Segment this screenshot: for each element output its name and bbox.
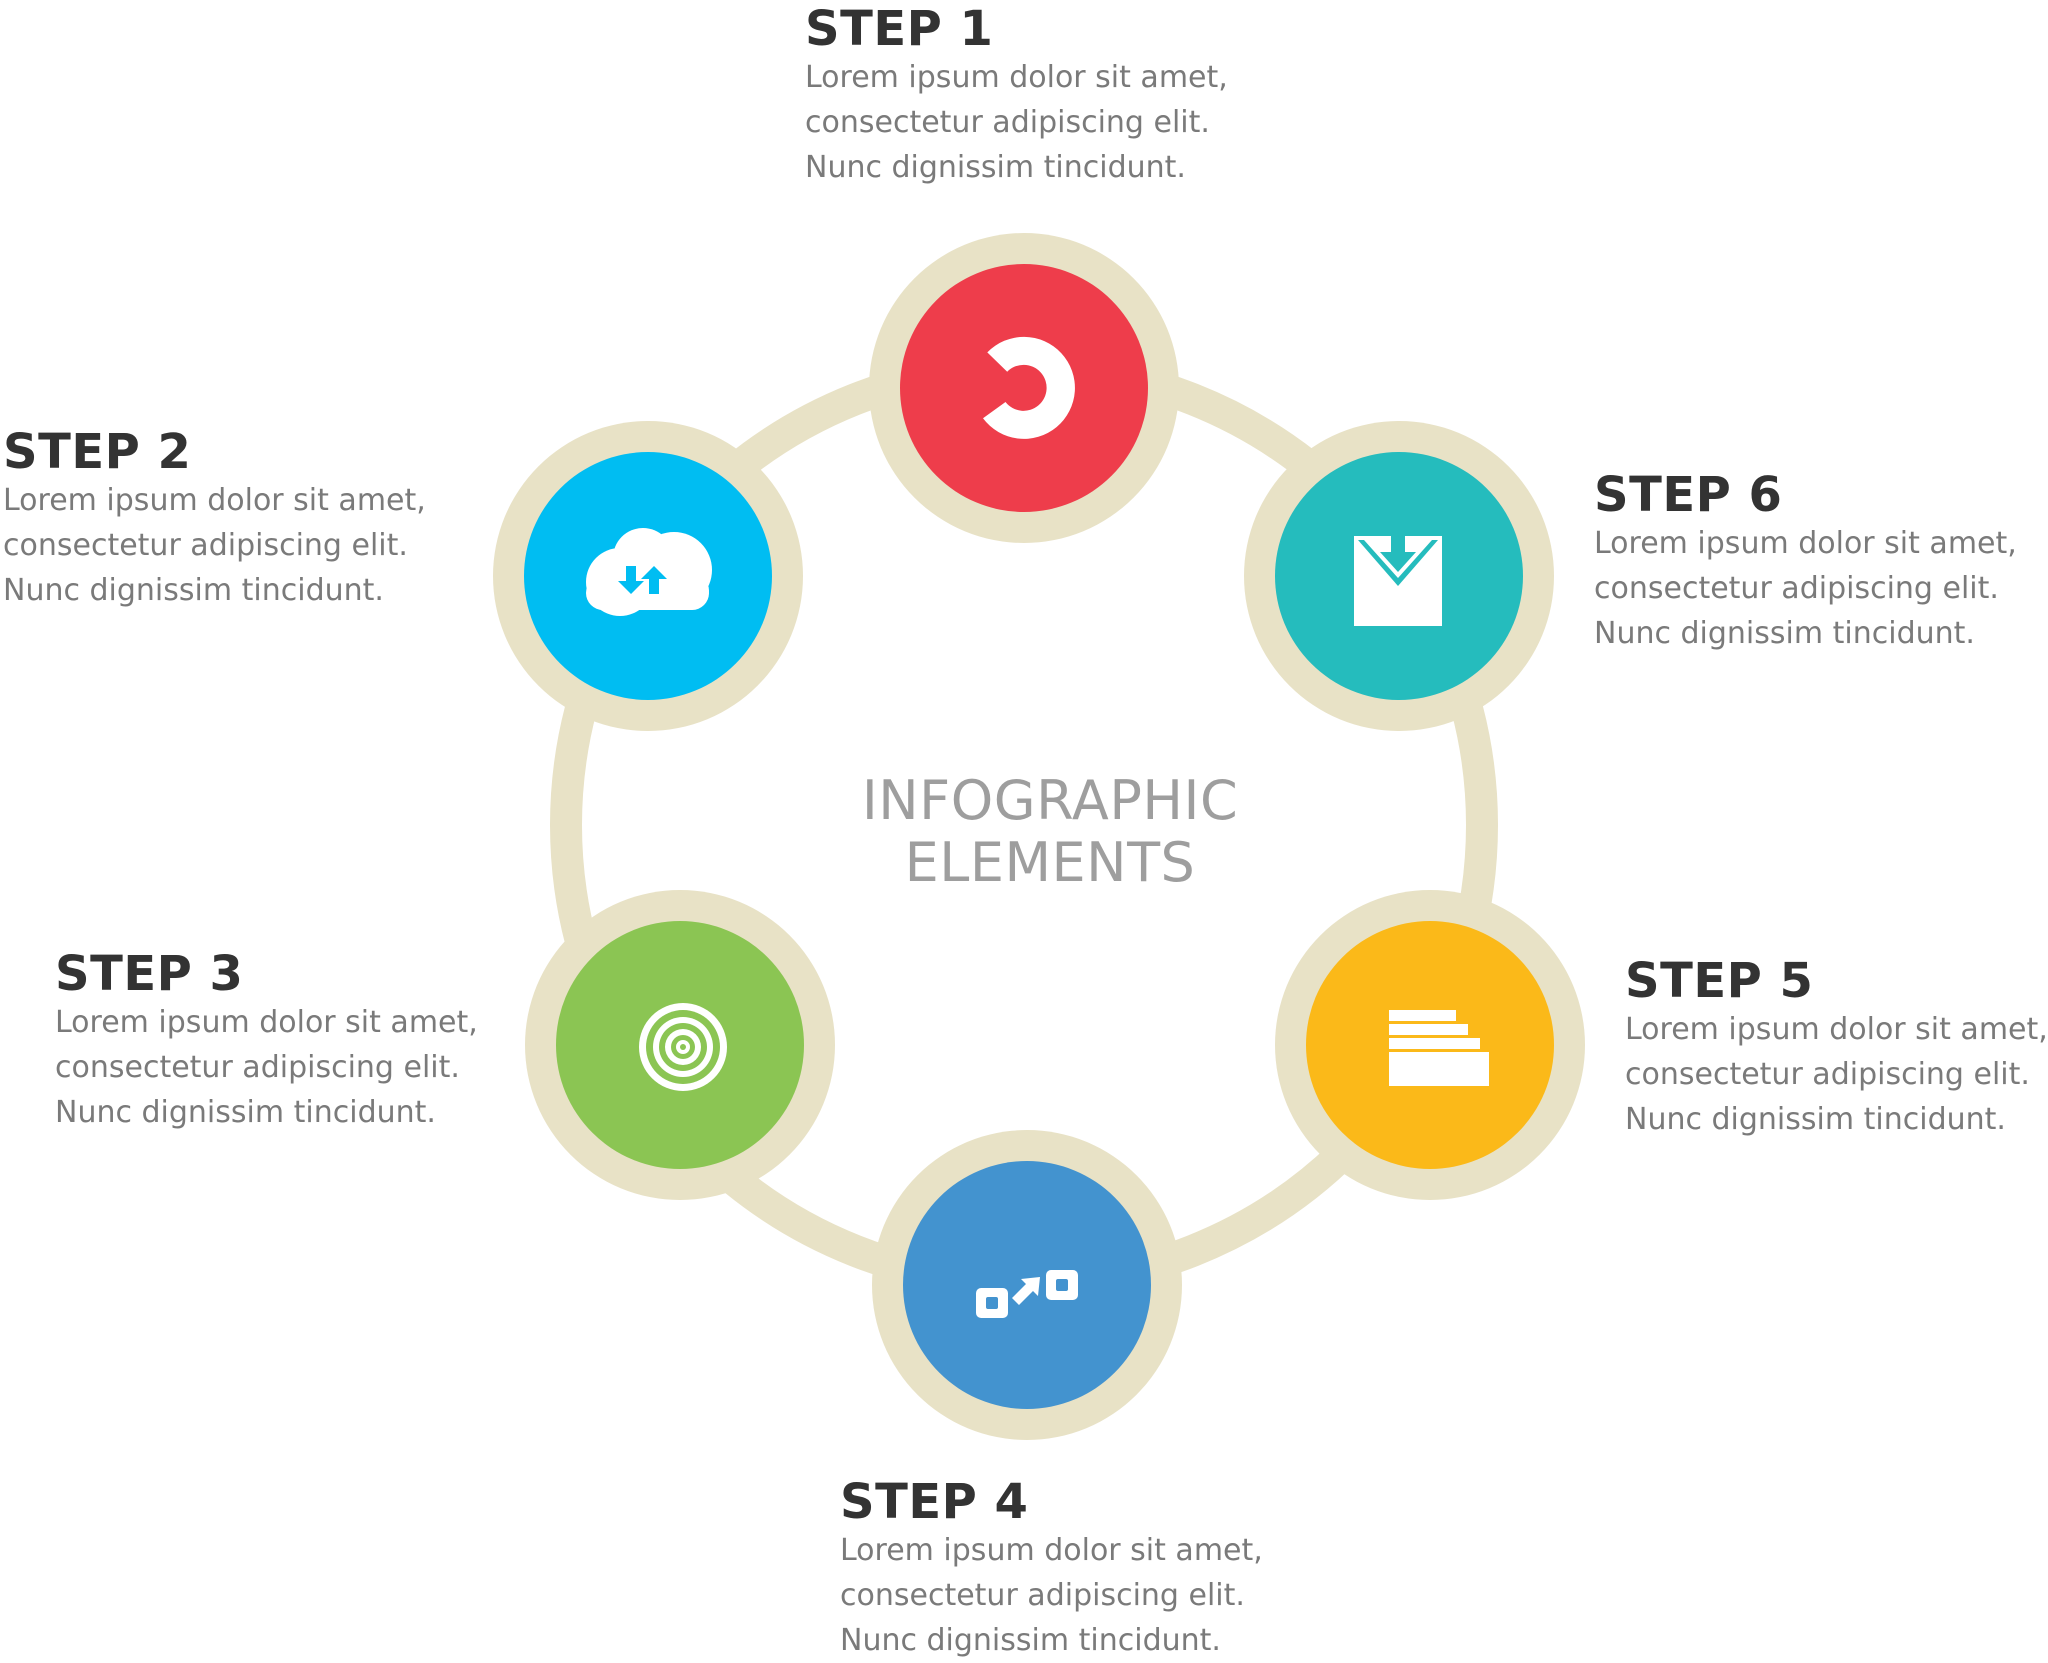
step-3-title: STEP 3 xyxy=(55,946,244,1002)
step-5-label: STEP 5 Lorem ipsum dolor sit amet, conse… xyxy=(1625,955,2048,1142)
step-5-line-3: Nunc dignissim tincidunt. xyxy=(1625,1102,2006,1137)
step-3-line-3: Nunc dignissim tincidunt. xyxy=(55,1095,436,1130)
step-1-line-2: consectetur adipiscing elit. xyxy=(805,105,1210,140)
step-4-line-2: consectetur adipiscing elit. xyxy=(840,1578,1245,1613)
step-2-node[interactable] xyxy=(493,421,803,731)
step-1-circle xyxy=(900,264,1148,512)
step-1-title: STEP 1 xyxy=(805,1,994,57)
cloud-sync-icon xyxy=(586,528,712,616)
stack-icon xyxy=(1389,1010,1489,1086)
step-1-line-1: Lorem ipsum dolor sit amet, xyxy=(805,60,1228,95)
step-4-node[interactable] xyxy=(872,1130,1182,1440)
step-3-label: STEP 3 Lorem ipsum dolor sit amet, conse… xyxy=(55,948,478,1135)
inbox-download-icon xyxy=(1354,524,1442,626)
step-6-label: STEP 6 Lorem ipsum dolor sit amet, conse… xyxy=(1594,469,2017,656)
center-title: INFOGRAPHIC ELEMENTS xyxy=(790,770,1310,894)
center-title-line-2: ELEMENTS xyxy=(904,831,1196,894)
step-5-title: STEP 5 xyxy=(1625,953,1814,1009)
step-5-line-1: Lorem ipsum dolor sit amet, xyxy=(1625,1012,2048,1047)
step-2-title: STEP 2 xyxy=(3,424,192,480)
step-2-line-1: Lorem ipsum dolor sit amet, xyxy=(3,483,426,518)
transfer-icon xyxy=(976,1270,1078,1318)
step-1-label: STEP 1 Lorem ipsum dolor sit amet, conse… xyxy=(805,3,1228,190)
step-4-line-3: Nunc dignissim tincidunt. xyxy=(840,1623,1221,1658)
step-3-node[interactable] xyxy=(525,890,835,1200)
step-6-node[interactable] xyxy=(1244,421,1554,731)
step-4-title: STEP 4 xyxy=(840,1474,1029,1530)
refresh-ring-icon xyxy=(983,336,1075,439)
step-6-title: STEP 6 xyxy=(1594,467,1783,523)
center-title-line-1: INFOGRAPHIC xyxy=(861,769,1239,832)
step-2-line-3: Nunc dignissim tincidunt. xyxy=(3,573,384,608)
step-4-label: STEP 4 Lorem ipsum dolor sit amet, conse… xyxy=(840,1476,1263,1663)
step-3-line-2: consectetur adipiscing elit. xyxy=(55,1050,460,1085)
step-5-node[interactable] xyxy=(1275,890,1585,1200)
step-1-line-3: Nunc dignissim tincidunt. xyxy=(805,150,1186,185)
step-6-line-3: Nunc dignissim tincidunt. xyxy=(1594,616,1975,651)
step-6-line-1: Lorem ipsum dolor sit amet, xyxy=(1594,526,2017,561)
step-1-node[interactable] xyxy=(869,233,1179,543)
step-2-line-2: consectetur adipiscing elit. xyxy=(3,528,408,563)
step-4-line-1: Lorem ipsum dolor sit amet, xyxy=(840,1533,1263,1568)
target-icon xyxy=(639,1003,727,1091)
step-6-line-2: consectetur adipiscing elit. xyxy=(1594,571,1999,606)
step-3-line-1: Lorem ipsum dolor sit amet, xyxy=(55,1005,478,1040)
step-2-label: STEP 2 Lorem ipsum dolor sit amet, conse… xyxy=(3,426,426,613)
step-5-line-2: consectetur adipiscing elit. xyxy=(1625,1057,2030,1092)
